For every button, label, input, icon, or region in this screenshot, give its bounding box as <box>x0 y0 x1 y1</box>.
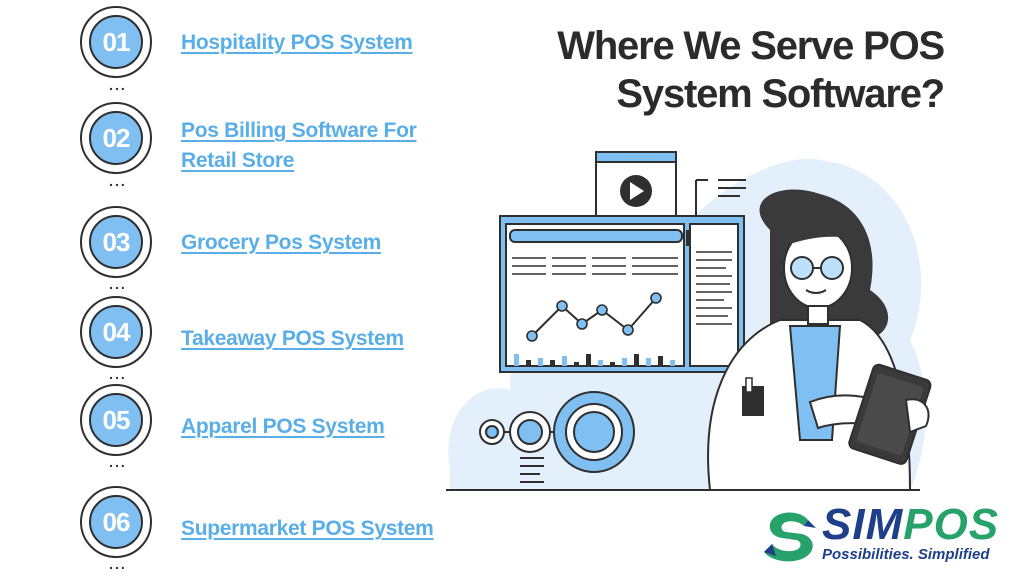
link-grocery-pos[interactable]: Grocery Pos System <box>181 231 382 254</box>
link-apparel-pos[interactable]: Apparel POS System <box>181 415 385 438</box>
list-item-takeaway: 04 Takeaway POS System <box>80 296 404 368</box>
page-title-line-1: Where We Serve POS <box>557 24 945 68</box>
link-retail-billing-pos[interactable]: Pos Billing Software For Retail Store <box>181 116 417 176</box>
list-item-apparel: 05 Apparel POS System <box>80 384 385 456</box>
number-badge-label: 05 <box>89 393 143 447</box>
link-line-2: Retail Store <box>181 149 295 172</box>
number-badge: 04 <box>80 296 152 368</box>
simpos-wordmark-sim: SIM <box>822 500 904 549</box>
link-supermarket-pos[interactable]: Supermarket POS System <box>181 517 434 540</box>
connector-dots: ... <box>109 173 127 189</box>
number-badge: 01 <box>80 6 152 78</box>
number-badge-label: 03 <box>89 215 143 269</box>
number-badge-label: 01 <box>89 15 143 69</box>
list-item-grocery: 03 Grocery Pos System <box>80 206 381 278</box>
list-item-retail-billing: 02 Pos Billing Software For Retail Store <box>80 102 417 174</box>
simpos-logo: SIMPOS Possibilities. Simplified <box>762 502 1012 572</box>
link-line-1: Pos Billing Software For <box>181 119 417 142</box>
list-item-hospitality: 01 Hospitality POS System <box>80 6 413 78</box>
number-badge-label: 06 <box>89 495 143 549</box>
link-takeaway-pos[interactable]: Takeaway POS System <box>181 327 404 350</box>
number-badge-label: 04 <box>89 305 143 359</box>
connector-dots: ... <box>109 366 127 382</box>
number-badge-label: 02 <box>89 111 143 165</box>
dashboard-window <box>499 215 745 373</box>
connector-dots: ... <box>109 556 127 572</box>
connector-dots: ... <box>109 276 127 292</box>
connector-dots: ... <box>109 454 127 470</box>
woman-figure-icon <box>707 189 932 491</box>
simpos-arrow-mark-icon <box>764 512 816 562</box>
page-title: Where We Serve POS System Software? <box>544 22 945 118</box>
page-title-line-2: System Software? <box>616 72 945 116</box>
analyst-illustration <box>446 151 932 491</box>
number-badge: 06 <box>80 486 152 558</box>
video-player-icon <box>595 151 677 221</box>
list-item-supermarket: 06 Supermarket POS System <box>80 486 434 558</box>
simpos-wordmark: SIMPOS <box>822 502 999 548</box>
number-badge: 03 <box>80 206 152 278</box>
note-lines-icon <box>695 179 746 230</box>
simpos-tagline: Possibilities. Simplified <box>822 546 990 563</box>
simpos-wordmark-pos: POS <box>903 500 1000 549</box>
connector-dots: ... <box>109 77 127 93</box>
target-circles-icon <box>479 391 635 483</box>
pos-system-list: 01 Hospitality POS System ... 02 Pos Bil… <box>0 0 460 576</box>
number-badge: 02 <box>80 102 152 174</box>
number-badge: 05 <box>80 384 152 456</box>
link-hospitality-pos[interactable]: Hospitality POS System <box>181 31 413 54</box>
